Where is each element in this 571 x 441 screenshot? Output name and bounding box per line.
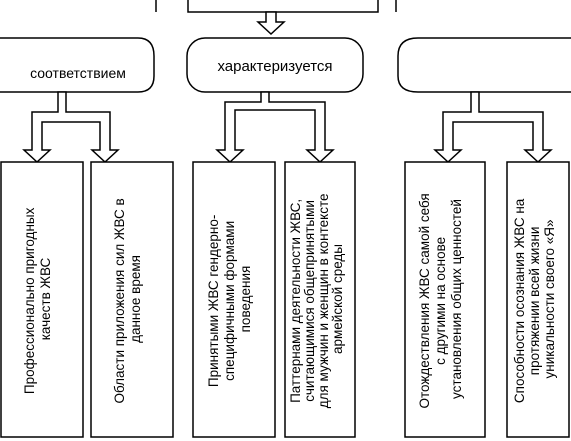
fork-arrow-middle — [215, 91, 335, 164]
leaf-text-3: Принятыми ЖВС гендерно- специфичными фор… — [206, 211, 253, 387]
leaf-boxes — [0, 161, 570, 438]
top-boxes — [155, 0, 397, 13]
leaf-3-line-2: специфичными формами — [222, 221, 237, 381]
fork-arrows — [22, 91, 553, 164]
left-node-label: соответствием — [30, 65, 126, 81]
leaf-box-5 — [404, 161, 486, 438]
leaf-6-line-3: уникальности своего «Я» — [542, 220, 557, 379]
leaf-text-6: Способности осознания ЖВС на протяжении … — [512, 195, 557, 403]
leaf-box-6 — [506, 161, 570, 438]
left-node-box — [0, 37, 155, 93]
leaf-4-line-4: армейской среды — [330, 244, 345, 354]
leaf-2-line-2: данное время — [128, 255, 143, 343]
leaf-box-1 — [0, 161, 84, 438]
fork-arrow-right — [433, 91, 553, 164]
leaf-5-line-2: с другими на основе — [433, 237, 448, 365]
level2-boxes — [0, 37, 571, 93]
leaf-6-line-1: Способности осознания ЖВС на — [512, 198, 527, 403]
leaf-3-line-3: поведения — [238, 266, 253, 333]
leaf-text-1: Профессионально пригодных качеств ЖВС — [22, 204, 53, 394]
right-node-box — [397, 37, 571, 93]
leaf-5-line-3: установления общих ценностей — [449, 199, 464, 399]
leaf-text-4: Паттернами деятельности ЖВС, считающимис… — [288, 190, 345, 409]
leaf-1-line-1: Профессионально пригодных — [22, 207, 37, 394]
middle-node-box — [186, 37, 364, 93]
leaf-4-line-2: считающимися общепринятыми — [302, 200, 317, 402]
top-arrow — [256, 11, 286, 36]
leaf-box-2 — [90, 161, 174, 438]
middle-node-label: характеризуется — [217, 58, 332, 75]
leaf-5-line-1: Отождествления ЖВС самой себя — [417, 193, 432, 408]
leaf-text-5: Отождествления ЖВС самой себя с другими … — [417, 189, 464, 408]
leaf-6-line-2: протяжении всей жизни — [527, 227, 542, 376]
leaf-2-line-1: Области приложения сил ЖВС в — [112, 198, 127, 403]
leaf-box-3 — [192, 161, 276, 438]
leaf-1-line-2: качеств ЖВС — [38, 257, 53, 340]
leaf-4-line-3: для мужчин и женщин в контексте — [316, 193, 331, 408]
leaf-text-2: Области приложения сил ЖВС в данное врем… — [112, 195, 143, 404]
fork-arrow-left — [22, 91, 120, 164]
leaf-4-line-1: Паттернами деятельности ЖВС, — [288, 199, 303, 403]
top-box-center — [187, 0, 379, 13]
leaf-3-line-1: Принятыми ЖВС гендерно- — [206, 215, 221, 387]
leaf-box-4 — [284, 161, 356, 438]
